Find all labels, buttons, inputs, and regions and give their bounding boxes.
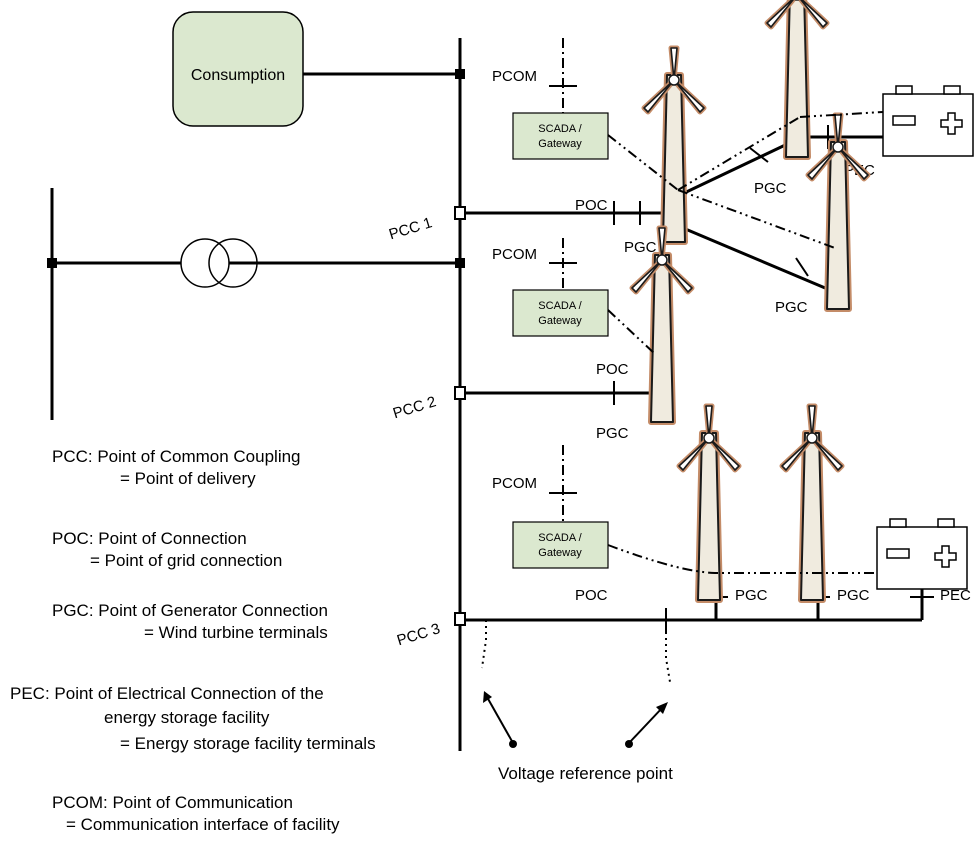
battery-icon (876, 518, 968, 590)
pcc3-marker (454, 612, 466, 626)
legend-pcom-definition: = Communication interface of facility (66, 815, 340, 834)
pgc-label: PGC (596, 425, 629, 442)
legend-pec-definition: = Energy storage facility terminals (120, 734, 376, 753)
voltage-reference-label: Voltage reference point (498, 764, 673, 783)
arrow-head-icon (656, 702, 668, 714)
voltage-ref-probe (481, 620, 671, 683)
legend-pec-term: PEC: Point of Electrical Connection of t… (10, 684, 324, 703)
pgc-tick (795, 257, 809, 277)
legend-poc-term: POC: Point of Connection (52, 529, 247, 548)
scada-gateway-box (512, 289, 609, 337)
legend-pgc-definition: = Wind turbine terminals (144, 623, 328, 642)
wind-turbine-icon (679, 406, 739, 600)
legend-pcc-term: PCC: Point of Common Coupling (52, 447, 301, 466)
wind-turbine-icon (808, 115, 868, 309)
pgc-label: PGC (624, 239, 657, 256)
scada-label: SCADA / (538, 123, 582, 135)
legend-pcc-definition: = Point of delivery (120, 469, 256, 488)
arrow-head-icon (483, 691, 492, 703)
transformer-winding-icon (180, 238, 230, 288)
pcc2-label: PCC 2 (391, 393, 438, 422)
voltage-ref-arrow (486, 696, 514, 744)
scada-label: Gateway (538, 547, 582, 559)
pcom-label: PCOM (492, 68, 537, 85)
legend-poc-definition: = Point of grid connection (90, 551, 283, 570)
voltage-ref-arrow (628, 706, 664, 744)
pgc-label: PGC (837, 587, 870, 604)
pcc1-marker (454, 206, 466, 220)
poc-label: POC (596, 361, 629, 378)
poc-label: POC (575, 587, 608, 604)
pgc-label: PGC (754, 180, 787, 197)
legend-pec-continuation: energy storage facility (104, 708, 270, 727)
wind-turbine-icon (782, 406, 842, 600)
pcc3-label: PCC 3 (395, 620, 442, 649)
pec-label: PEC (940, 587, 971, 604)
transformer-winding-icon (208, 238, 258, 288)
legend-pcom-term: PCOM: Point of Communication (52, 793, 293, 812)
scada-label: SCADA / (538, 532, 582, 544)
pcc1-label: PCC 1 (387, 214, 434, 243)
pcom-label: PCOM (492, 246, 537, 263)
scada-label: Gateway (538, 315, 582, 327)
voltage-ref-dot (625, 740, 633, 748)
scada-gateway-box (512, 112, 609, 160)
pgc-label: PGC (775, 299, 808, 316)
consumption-node (455, 69, 465, 79)
battery-icon (882, 85, 974, 157)
communication-links (607, 111, 884, 574)
interconnect-line (682, 226, 838, 295)
scada-label: Gateway (538, 138, 582, 150)
pgc-tick (749, 147, 769, 163)
grid-node (47, 258, 57, 268)
consumption-label: Consumption (191, 67, 285, 84)
pcc2-marker (454, 386, 466, 400)
poc-label: POC (575, 197, 608, 214)
scada-label: SCADA / (538, 300, 582, 312)
pgc-label: PGC (735, 587, 768, 604)
bus-node (455, 258, 465, 268)
legend-pgc-term: PGC: Point of Generator Connection (52, 601, 328, 620)
voltage-ref-dot (509, 740, 517, 748)
scada-gateway-box (512, 521, 609, 569)
consumption-box (172, 11, 304, 127)
interconnect-line (679, 136, 801, 197)
wind-turbine-icon (767, 0, 827, 157)
pcom-label: PCOM (492, 475, 537, 492)
